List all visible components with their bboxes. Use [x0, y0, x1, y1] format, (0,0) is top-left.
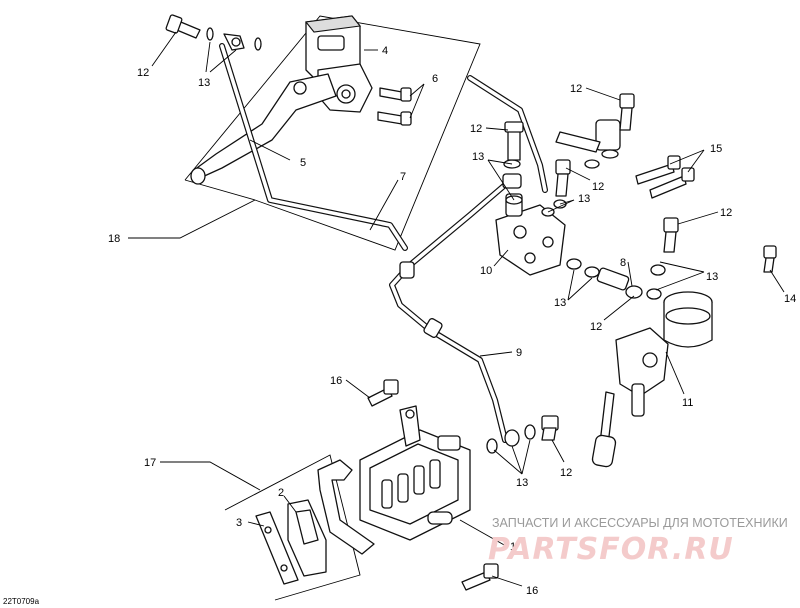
callout-18: 18: [108, 233, 120, 245]
callout-13: 13: [706, 271, 718, 283]
callout-16: 16: [330, 375, 342, 387]
mounting-screws: [635, 155, 695, 199]
front-master-cylinder: [304, 15, 373, 113]
brake-lever: [190, 73, 337, 185]
callout-13: 13: [554, 297, 566, 309]
callout-9: 9: [516, 347, 522, 359]
caliper-group-frame: [224, 454, 361, 601]
callout-17: 17: [144, 457, 156, 469]
callout-4: 4: [382, 45, 388, 57]
callout-1: 1: [510, 541, 516, 553]
watermark-logo: PARTSFOR.RU: [488, 532, 734, 567]
caliper-bolt-upper: [367, 379, 399, 407]
callout-5: 5: [300, 157, 306, 169]
callout-16: 16: [526, 585, 538, 597]
upper-brake-hose: [219, 43, 408, 251]
callout-12: 12: [137, 67, 149, 79]
callout-7: 7: [400, 171, 406, 183]
watermark-caption: ЗАПЧАСТИ И АКСЕССУАРЫ ДЛЯ МОТОТЕХНИКИ: [492, 516, 788, 530]
callout-12: 12: [590, 321, 602, 333]
hose-fitting: [566, 217, 679, 300]
callout-6: 6: [432, 73, 438, 85]
callout-13: 13: [472, 151, 484, 163]
callout-13: 13: [516, 477, 528, 489]
brake-caliper: [359, 405, 471, 541]
callout-15: 15: [710, 143, 722, 155]
brake-pads: [287, 499, 327, 577]
master-cylinder-screws: [377, 87, 412, 126]
pad-shim: [255, 511, 299, 585]
main-brake-hose: [389, 75, 548, 443]
callout-13: 13: [578, 193, 590, 205]
bolt-14: [763, 245, 777, 273]
callout-12: 12: [570, 83, 582, 95]
callout-8: 8: [620, 257, 626, 269]
right-bolt-group: [541, 93, 635, 217]
callout-13: 13: [198, 77, 210, 89]
callout-12: 12: [592, 181, 604, 193]
callout-12: 12: [560, 467, 572, 479]
figure-code: 22T0709a: [3, 597, 40, 606]
callout-11: 11: [682, 397, 693, 409]
leader-lines: [128, 31, 785, 587]
callout-10: 10: [480, 265, 492, 277]
block-washers: [502, 121, 524, 205]
callout-labels: 12 13 4 6 5 7 18 12 12 13 12 13 15 10 12…: [108, 45, 796, 597]
caliper-spring: [317, 459, 375, 555]
callout-3: 3: [236, 517, 242, 529]
watermark: ЗАПЧАСТИ И АКСЕССУАРЫ ДЛЯ МОТОТЕХНИКИ PA…: [488, 516, 788, 567]
caliper-banjo-bolt: [486, 415, 559, 454]
callout-14: 14: [784, 293, 796, 305]
callout-12: 12: [470, 123, 482, 135]
rear-master-cylinder: [591, 291, 713, 468]
callout-12: 12: [720, 207, 732, 219]
caliper-bolt-lower: [461, 563, 499, 591]
handlebar-group-frame: [184, 15, 481, 251]
banjo-bolt-top-left: [165, 14, 262, 51]
callout-2: 2: [278, 487, 284, 499]
